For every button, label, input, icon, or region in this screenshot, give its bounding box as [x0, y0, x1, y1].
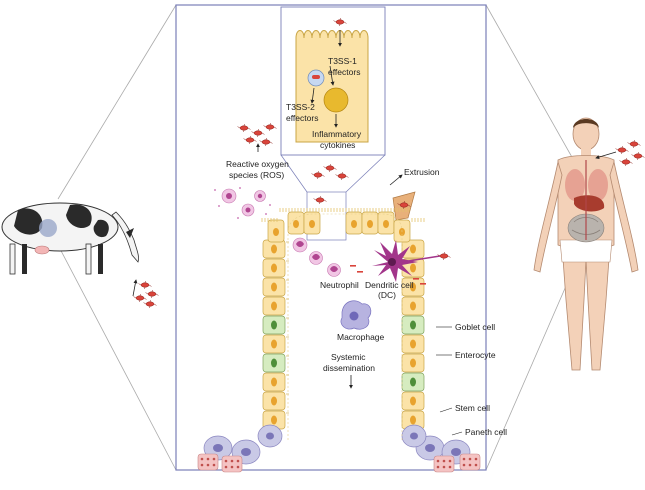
label-t3ss1-line2: effectors [328, 67, 360, 77]
cell-nucleus [410, 339, 416, 349]
paneth-cell [459, 453, 481, 471]
label-dc-line2: (DC) [378, 290, 396, 300]
cell-nucleus [271, 377, 277, 387]
cow-ingestion-arrow [132, 279, 138, 297]
cell-nucleus [410, 396, 416, 406]
villus-epithelium [197, 208, 481, 473]
label-cytokines-line2: cytokines [320, 140, 355, 150]
label-t3ss2-line2: effectors [286, 113, 318, 123]
cell-nucleus [271, 358, 277, 368]
label-goblet: Goblet cell [455, 322, 495, 332]
label-neutrophil: Neutrophil [320, 280, 359, 290]
label-ros-line1: Reactive oxygen [226, 159, 289, 169]
cell-nucleus [425, 444, 435, 452]
label-dissemination-line1: Systemic [331, 352, 366, 362]
bacteria-near-cow [133, 280, 159, 309]
cell-nucleus [271, 282, 277, 292]
bacteria-near-human [615, 139, 645, 167]
cell-nucleus [367, 220, 373, 228]
cell-nucleus [271, 263, 277, 273]
cell-nucleus [383, 220, 389, 228]
cell-nucleus [410, 358, 416, 368]
label-ros-line2: species (ROS) [229, 170, 284, 180]
label-t3ss1-line1: T3SS-1 [328, 56, 357, 66]
label-macrophage: Macrophage [337, 332, 385, 342]
label-dc-line1: Dendritic cell [365, 280, 414, 290]
label-cytokines-line1: Inflammatory [312, 129, 362, 139]
cell-nucleus [266, 432, 274, 440]
cell-nucleus [241, 448, 251, 456]
cell-nucleus [271, 396, 277, 406]
cell-nucleus [271, 244, 277, 254]
cell-nucleus [271, 415, 277, 425]
paneth-cell [197, 453, 219, 471]
cow-illustration [1, 202, 139, 275]
cell-nucleus [271, 320, 277, 330]
dendritic-cell [372, 240, 451, 282]
zoom-line-left-bottom [57, 244, 177, 471]
inset-nucleus [323, 87, 349, 113]
label-extrusion: Extrusion [404, 167, 440, 177]
cell-nucleus [410, 415, 416, 425]
cell-nucleus [410, 263, 416, 273]
human-ingestion-arrow [595, 151, 617, 159]
cell-nucleus [293, 220, 299, 228]
cell-nucleus [309, 220, 315, 228]
macrophage-cell [340, 300, 372, 330]
paneth-cell [221, 455, 243, 473]
cell-nucleus [273, 228, 279, 236]
cell-nucleus [410, 282, 416, 292]
cell-nucleus [410, 377, 416, 387]
zoom-line-right-top [485, 4, 587, 183]
cow-intestine-icon [39, 219, 57, 237]
cell-nucleus [410, 432, 418, 440]
ros-neutrophils [214, 187, 271, 219]
label-paneth: Paneth cell [465, 427, 507, 437]
cell-nucleus [410, 244, 416, 254]
dc-antigen-marks [350, 265, 426, 285]
label-dissemination-line2: dissemination [323, 363, 375, 373]
cell-nucleus [410, 320, 416, 330]
label-t3ss2-line1: T3SS-2 [286, 102, 315, 112]
lamina-propria-outline [287, 213, 403, 440]
cell-nucleus [351, 220, 357, 228]
cell-nucleus [271, 301, 277, 311]
cell-nucleus [410, 301, 416, 311]
inset-enterocyte [295, 30, 369, 143]
human-illustration [533, 117, 639, 371]
zoom-line-left-top [57, 4, 177, 200]
cell-nucleus [213, 444, 223, 452]
label-stem: Stem cell [455, 403, 490, 413]
cell-nucleus [451, 448, 461, 456]
cell-nucleus [271, 339, 277, 349]
neutrophil-cells [292, 237, 341, 277]
label-enterocyte: Enterocyte [455, 350, 496, 360]
paneth-cell [433, 455, 455, 473]
